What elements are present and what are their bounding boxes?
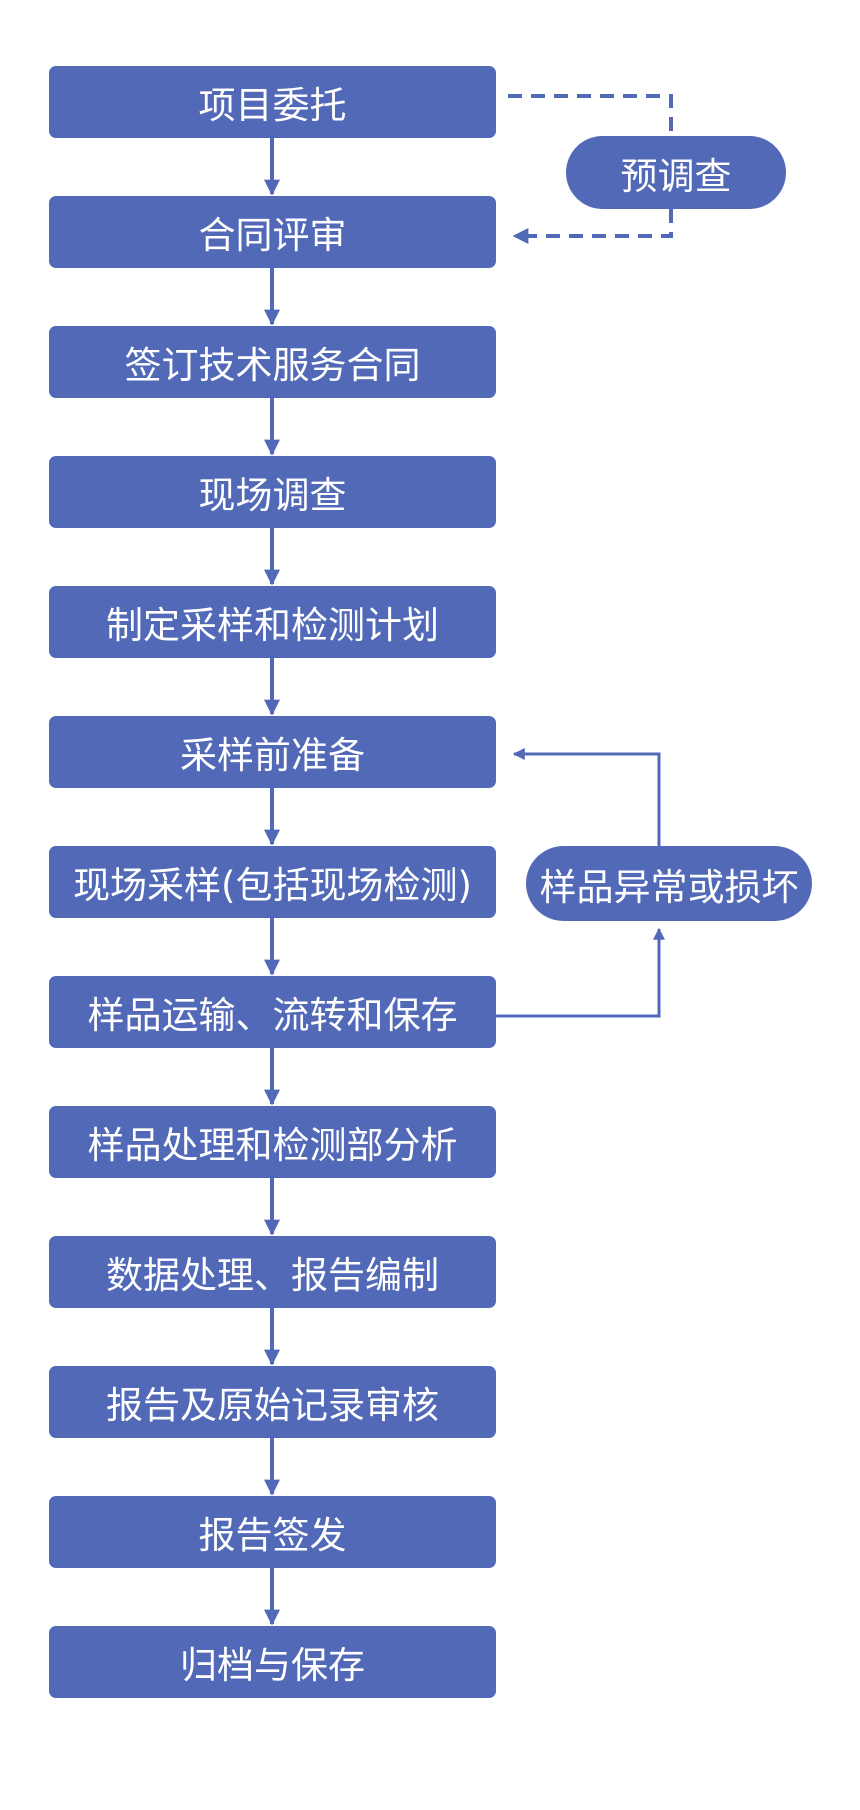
step-report-issue: 报告签发 bbox=[49, 1496, 496, 1568]
step-data-processing: 数据处理、报告编制 bbox=[49, 1236, 496, 1308]
step-sign-service-contract: 签订技术服务合同 bbox=[49, 326, 496, 398]
side-node-pre-survey: 预调查 bbox=[566, 136, 786, 209]
step-project-commission: 项目委托 bbox=[49, 66, 496, 138]
step-report-review: 报告及原始记录审核 bbox=[49, 1366, 496, 1438]
connector-from-abnormal-node bbox=[512, 748, 661, 846]
step-sample-transport: 样品运输、流转和保存 bbox=[49, 976, 496, 1048]
step-sampling-plan: 制定采样和检测计划 bbox=[49, 586, 496, 658]
connector-to-abnormal-node bbox=[496, 927, 665, 1018]
step-sampling-preparation: 采样前准备 bbox=[49, 716, 496, 788]
step-sample-processing: 样品处理和检测部分析 bbox=[49, 1106, 496, 1178]
dashed-connector-from-pre-survey bbox=[512, 209, 673, 244]
step-archive: 归档与保存 bbox=[49, 1626, 496, 1698]
step-site-sampling: 现场采样(包括现场检测) bbox=[49, 846, 496, 918]
dashed-connector-to-pre-survey bbox=[508, 94, 673, 136]
step-site-survey: 现场调查 bbox=[49, 456, 496, 528]
side-node-sample-abnormal: 样品异常或损坏 bbox=[526, 846, 812, 921]
step-contract-review: 合同评审 bbox=[49, 196, 496, 268]
